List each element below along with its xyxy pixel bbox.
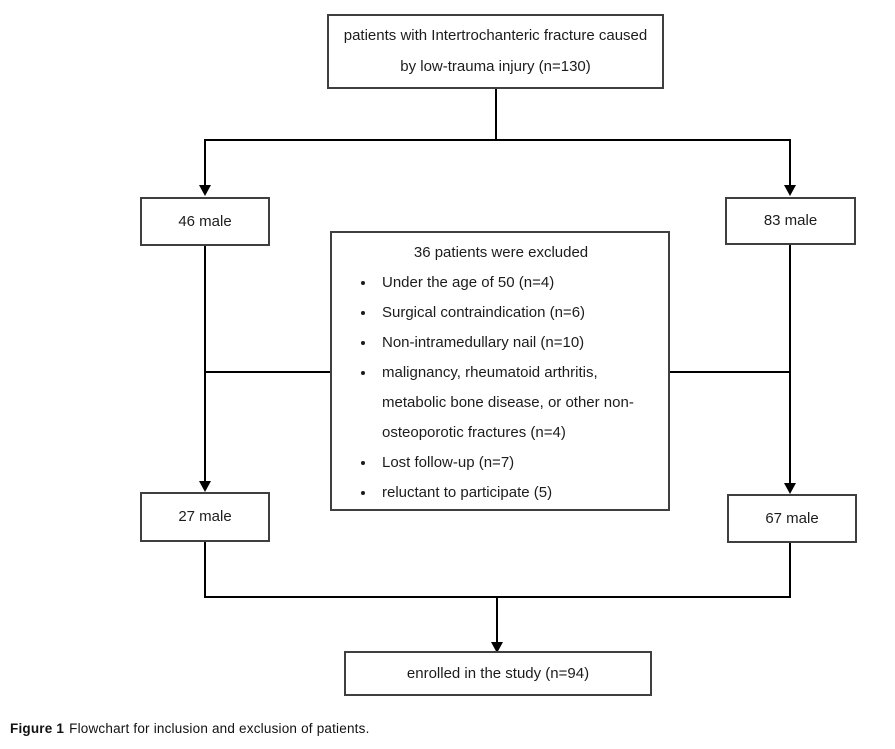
connector-excluded-left [205,371,330,373]
connector-excluded-right [670,371,790,373]
arrowhead-to-enrolled [491,642,503,653]
excluded-list: Under the age of 50 (n=4) Surgical contr… [344,268,658,508]
box-46-male-label: 46 male [178,212,232,230]
connector-top-split-horizontal [204,139,791,141]
excluded-item-surgical: Surgical contraindication (n=6) [376,298,654,328]
box-enrolled-label: enrolled in the study (n=94) [406,664,590,682]
box-67-male: 67 male [727,494,857,543]
box-enrolled: enrolled in the study (n=94) [344,651,652,696]
connector-top-vertical [495,89,497,141]
connector-final-vertical [496,598,498,643]
arrowhead-to-46-male [199,185,211,196]
figure-caption: Figure 1 Flowchart for inclusion and excl… [10,721,370,736]
connector-merge-horizontal [204,596,791,598]
box-27-male-label: 27 male [178,508,232,525]
excluded-item-malignancy: malignancy, rheumatoid arthritis, metabo… [376,358,654,448]
connector-right-merge-vertical [789,543,791,598]
box-excluded: 36 patients were excluded Under the age … [330,231,670,511]
connector-left-merge-vertical [204,542,206,598]
box-46-male: 46 male [140,197,270,246]
connector-right-middle-vertical [789,245,791,484]
figure-caption-label: Figure 1 [10,721,65,736]
connector-left-drop [204,141,206,186]
connector-left-middle-vertical [204,246,206,482]
excluded-item-lost-followup: Lost follow-up (n=7) [376,448,654,478]
excluded-item-non-intramedullary: Non-intramedullary nail (n=10) [376,328,654,358]
arrowhead-to-27-male [199,481,211,492]
excluded-item-reluctant: reluctant to participate (5) [376,478,654,508]
box-total-patients: patients with Intertrochanteric fracture… [327,14,664,89]
excluded-item-under-age: Under the age of 50 (n=4) [376,268,654,298]
box-83-male-label: 83 male [763,212,818,229]
box-83-male: 83 male [725,197,856,245]
arrowhead-to-83-male [784,185,796,196]
connector-right-drop [789,141,791,186]
box-excluded-title: 36 patients were excluded [413,244,589,261]
box-67-male-label: 67 male [765,509,819,527]
arrowhead-to-67-male [784,483,796,494]
figure-caption-text: Flowchart for inclusion and exclusion of… [69,721,370,736]
box-27-male: 27 male [140,492,270,542]
box-total-patients-line2: by low-trauma injury (n=130) [400,58,591,75]
box-total-patients-line1: patients with Intertrochanteric fracture… [343,27,648,44]
